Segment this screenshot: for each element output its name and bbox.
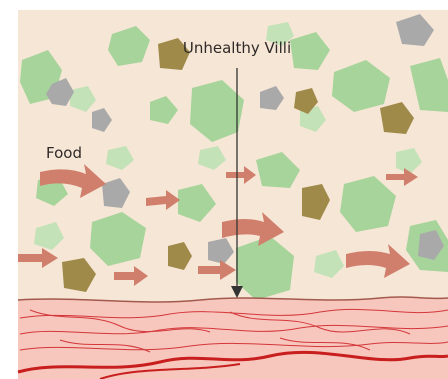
unhealthy-villi-label: Unhealthy Villi (183, 39, 291, 57)
intestinal-wall (18, 297, 448, 379)
food-label: Food (46, 144, 82, 162)
